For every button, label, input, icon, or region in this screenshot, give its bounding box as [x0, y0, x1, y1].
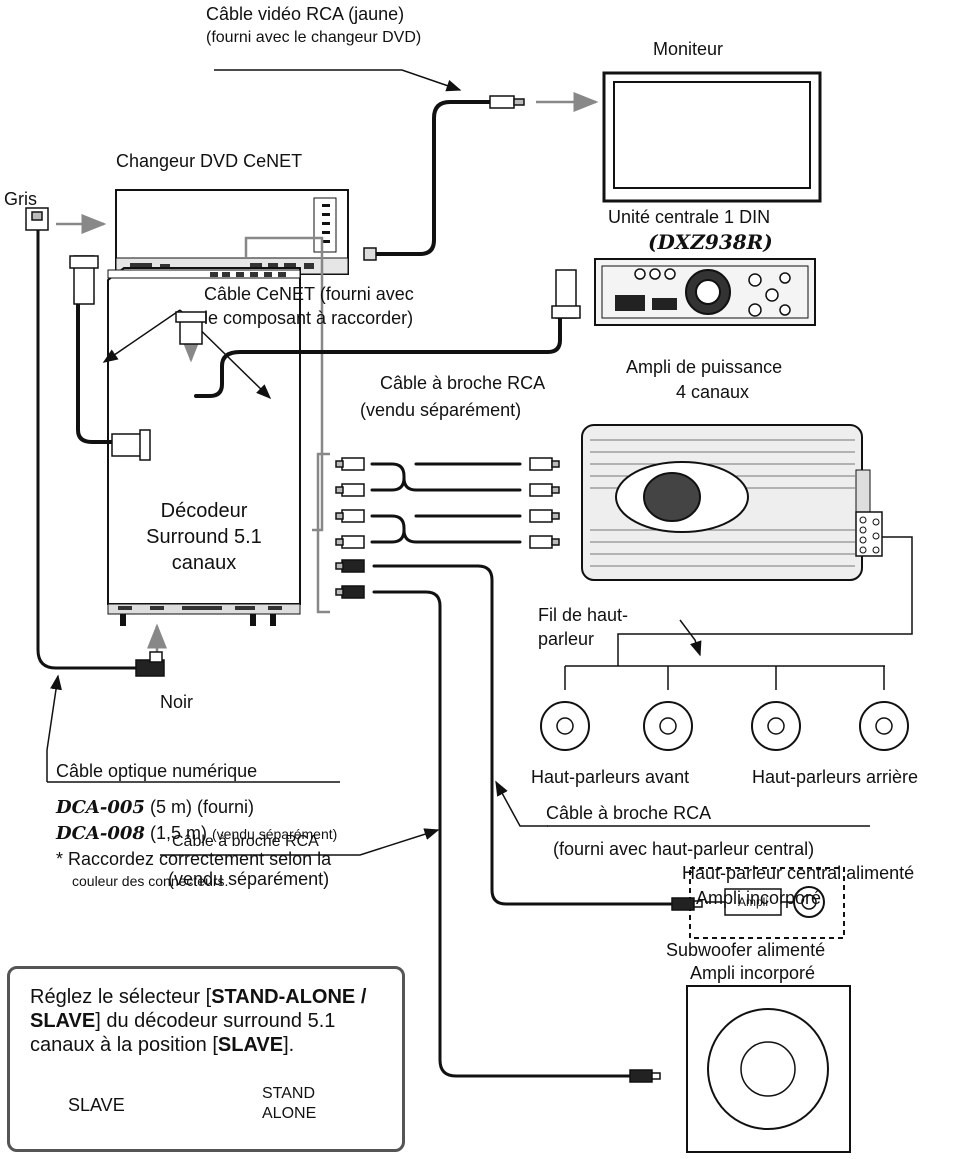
dca008-detail-a: (1,5 m) [149, 823, 207, 843]
head-unit-label: Unité centrale 1 DIN [608, 207, 771, 227]
rear-speaker-left [751, 701, 801, 751]
speaker-wire-label: Fil de haut- [538, 605, 629, 625]
decoder-label-2: Surround 5.1 [146, 526, 262, 548]
rear-speakers-label: Haut-parleurs arrière [752, 767, 919, 787]
cenet-cable-label: Câble CeNET (fourni avec [204, 284, 414, 304]
cable-plugs [25, 207, 581, 677]
selector-note-box: Réglez le sélecteur [STAND-ALONE / SLAVE… [7, 966, 405, 1152]
head-unit [594, 258, 816, 326]
cenet-cable-sublabel: le composant à raccorder) [204, 308, 414, 328]
monitor-label: Moniteur [653, 39, 724, 59]
front-speakers-label: Haut-parleurs avant [531, 767, 690, 787]
note-part3: ]. [283, 1034, 295, 1056]
front-speaker-left [540, 701, 590, 751]
stand-label: STAND [262, 1085, 316, 1102]
amp-label: Ampli de puissance [626, 357, 783, 377]
rca-cable-2-sublabel: (fourni avec haut-parleur central) [553, 839, 815, 859]
decoder-label-3: canaux [171, 552, 237, 574]
dvd-changer [115, 189, 349, 275]
monitor [602, 71, 822, 203]
front-speaker-right [643, 701, 693, 751]
speaker-wire-sublabel: parleur [538, 629, 595, 649]
dvd-changer-label: Changeur DVD CeNET [116, 151, 303, 171]
connector-note-line1: * Raccordez correctement selon la [56, 849, 332, 869]
subwoofer-sublabel: Ampli incorporé [690, 963, 816, 983]
center-speaker-label: Haut-parleur central alimenté [682, 863, 915, 883]
center-speaker [689, 867, 845, 939]
black-label: Noir [160, 692, 194, 712]
note-part2: ] du décodeur surround 5.1 canaux à la p… [30, 1010, 336, 1056]
note-bold2: SLAVE [217, 1034, 284, 1056]
dca005-detail: (5 m) (fourni) [149, 797, 254, 817]
video-cable-label: Câble vidéo RCA (jaune) [206, 4, 405, 24]
note-bold1: STAND-ALONE / SLAVE [30, 986, 367, 1032]
alone-label: ALONE [262, 1105, 317, 1122]
video-cable-sublabel: (fourni avec le changeur DVD) [206, 29, 422, 46]
selector-note-text: Réglez le sélecteur [STAND-ALONE / SLAVE… [30, 985, 400, 1057]
optical-cable-label: Câble optique numérique [56, 761, 258, 781]
gray-label: Gris [4, 189, 37, 209]
rca-plugs [335, 95, 703, 1083]
dca008-model: DCA-008 [56, 823, 145, 844]
center-speaker-sublabel: Ampli incorporé [696, 888, 822, 908]
note-part1: Réglez le sélecteur [ [30, 986, 212, 1008]
ampli-box-label: Ampli [737, 895, 768, 909]
rca-cable-2-label: Câble à broche RCA [546, 803, 712, 823]
dca008-detail-b: (vendu séparément) [212, 826, 338, 842]
dca008-line: DCA-008 (1,5 m) (vendu séparément) [56, 822, 337, 845]
rca-cable-3-sublabel: (vendu séparément) [168, 869, 330, 889]
rca-cable-3-label: Câble à broche RCA [172, 833, 319, 850]
subwoofer-label: Subwoofer alimenté [666, 940, 826, 960]
rca-cable-1-label: Câble à broche RCA [380, 373, 546, 393]
rca-cable-1-sublabel: (vendu séparément) [360, 400, 522, 420]
connector-note-line2: couleur des connecteurs. [72, 873, 229, 889]
amp-sublabel: 4 canaux [676, 382, 750, 402]
rear-speaker-right [859, 701, 909, 751]
subwoofer [686, 985, 851, 1153]
head-unit-model: (DXZ938R) [648, 230, 773, 254]
dca005-line: DCA-005 (5 m) (fourni) [56, 796, 254, 819]
cables [36, 100, 674, 1078]
decoder-label-1: Décodeur [160, 500, 248, 522]
speaker-wire [564, 536, 913, 690]
slave-label: SLAVE [68, 1095, 125, 1115]
dca005-model: DCA-005 [56, 797, 145, 818]
power-amplifier [581, 424, 883, 581]
